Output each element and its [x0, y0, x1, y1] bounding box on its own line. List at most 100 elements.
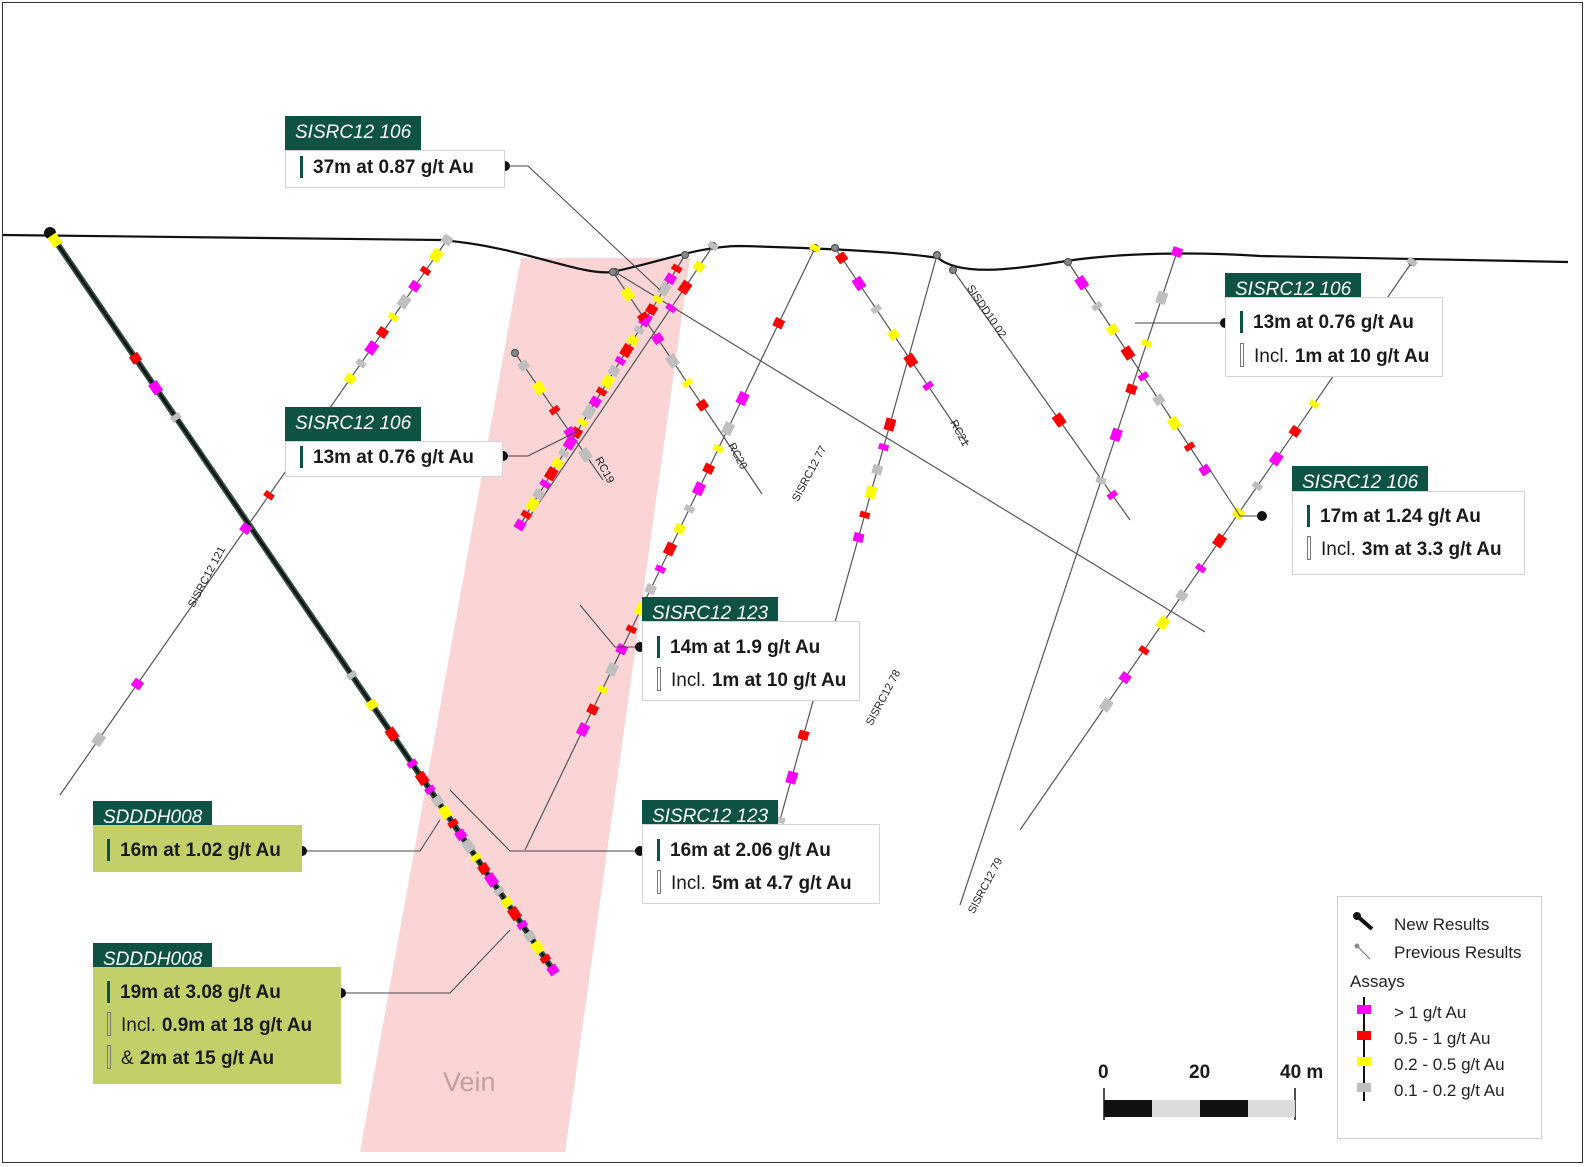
callout-title: SISRC12 106 — [285, 407, 422, 441]
assay-interval — [1212, 533, 1228, 549]
assay-interval — [809, 243, 821, 253]
result-line-incl: Incl.1m at 10 g/t Au — [1240, 342, 1429, 372]
assay-interval — [454, 828, 468, 842]
assay-interval — [516, 919, 529, 931]
assay-interval — [1120, 345, 1136, 361]
assay-interval — [387, 311, 400, 323]
assay-interval — [665, 302, 677, 314]
assay-interval — [130, 677, 145, 691]
assay-interval — [1137, 371, 1150, 382]
legend-assay-label: 0.2 - 0.5 g/t Au — [1394, 1055, 1505, 1074]
assay-interval — [883, 417, 897, 432]
result-line: 16m at 1.02 g/t Au — [107, 836, 281, 866]
assay-interval — [1194, 562, 1207, 574]
assay-interval — [437, 804, 453, 820]
assay-interval — [651, 332, 665, 346]
assay-interval — [428, 247, 444, 264]
assay-interval — [1098, 697, 1114, 713]
assay-interval — [470, 851, 482, 863]
assay-swatch-02-05 — [1357, 1049, 1371, 1075]
assay-interval — [683, 503, 696, 514]
assay-interval — [520, 509, 533, 520]
assay-interval — [656, 281, 672, 297]
assay-interval — [581, 404, 597, 420]
assay-interval — [169, 411, 182, 423]
assay-interval — [607, 364, 621, 378]
leader-line — [449, 789, 640, 852]
assay-interval — [440, 233, 454, 247]
scale-label-20: 20 — [1189, 1062, 1211, 1083]
assay-interval — [677, 279, 693, 296]
assay-interval — [558, 448, 570, 459]
assay-interval — [532, 487, 546, 501]
result-line: 13m at 0.76 g/t Au — [300, 443, 474, 473]
leader-dot — [1257, 511, 1267, 521]
callout-body: 16m at 2.06 g/t Au Incl.5m at 4.7 g/t Au — [642, 824, 880, 904]
assay-swatch-gt1 — [1357, 997, 1371, 1023]
result-line: 37m at 0.87 g/t Au — [300, 153, 474, 183]
assay-interval — [772, 317, 786, 330]
vein-label: Vein — [443, 1067, 496, 1097]
legend-previous-results: Previous Results — [1394, 943, 1522, 962]
assay-interval — [406, 758, 418, 769]
assay-interval — [1091, 300, 1103, 312]
assay-interval — [500, 895, 514, 909]
leader-line — [579, 604, 640, 648]
assay-interval — [614, 355, 627, 367]
assay-interval — [460, 838, 476, 854]
assay-interval — [577, 446, 593, 463]
result-line-incl: Incl.1m at 10 g/t Au — [657, 666, 846, 696]
assay-interval — [408, 279, 422, 293]
scale-bar-graphic — [1103, 1088, 1296, 1120]
leader-line — [302, 819, 441, 852]
assay-interval — [419, 265, 432, 277]
assay-interval — [1268, 450, 1284, 467]
assay-interval — [263, 489, 275, 501]
assay-interval — [548, 404, 561, 416]
assay-interval — [493, 885, 505, 897]
assay-interval — [662, 541, 678, 557]
assay-interval — [870, 303, 883, 315]
assay-interval — [345, 669, 358, 681]
result-line-incl: Incl.0.9m at 18 g/t Au — [107, 1011, 312, 1041]
callout-body: 17m at 1.24 g/t Au Incl.3m at 3.3 g/t Au — [1292, 491, 1525, 575]
result-line: 19m at 3.08 g/t Au — [107, 978, 281, 1008]
assay-interval — [483, 872, 499, 888]
callout-body: 16m at 1.02 g/t Au — [93, 825, 302, 872]
assay-interval — [1406, 256, 1418, 268]
assay-interval — [654, 564, 667, 574]
assay-interval — [1198, 463, 1212, 477]
leader-line — [341, 929, 511, 994]
collar-marker — [510, 348, 520, 358]
assay-interval — [1155, 290, 1169, 305]
assay-interval — [513, 518, 527, 532]
assay-interval — [922, 380, 934, 392]
assay-interval — [563, 425, 577, 439]
legend-assay-label: 0.5 - 1 g/t Au — [1394, 1029, 1491, 1048]
legend-assays-title: Assays — [1350, 972, 1405, 991]
result-line: 17m at 1.24 g/t Au — [1307, 502, 1481, 532]
assay-interval — [1051, 412, 1067, 428]
assay-interval — [595, 386, 608, 397]
assay-interval — [1170, 246, 1184, 258]
collar-marker — [830, 243, 840, 253]
assay-interval — [720, 421, 736, 437]
assay-interval — [546, 963, 560, 977]
callout-title: SISRC12 106 — [285, 116, 422, 150]
drill-hole-trace — [521, 245, 714, 529]
assay-interval — [343, 372, 357, 386]
assay-interval — [530, 939, 546, 956]
assay-interval — [645, 303, 659, 316]
assay-interval — [1138, 644, 1150, 656]
assay-interval — [625, 624, 638, 635]
assay-interval — [619, 342, 634, 359]
assay-interval — [1106, 489, 1119, 501]
result-line-incl: Incl.5m at 4.7 g/t Au — [657, 869, 852, 899]
assay-interval — [430, 794, 445, 808]
assay-interval — [1095, 476, 1107, 485]
assay-interval — [670, 263, 683, 274]
assay-interval — [834, 251, 849, 265]
assay-interval — [859, 510, 871, 520]
assay-interval — [692, 260, 706, 274]
